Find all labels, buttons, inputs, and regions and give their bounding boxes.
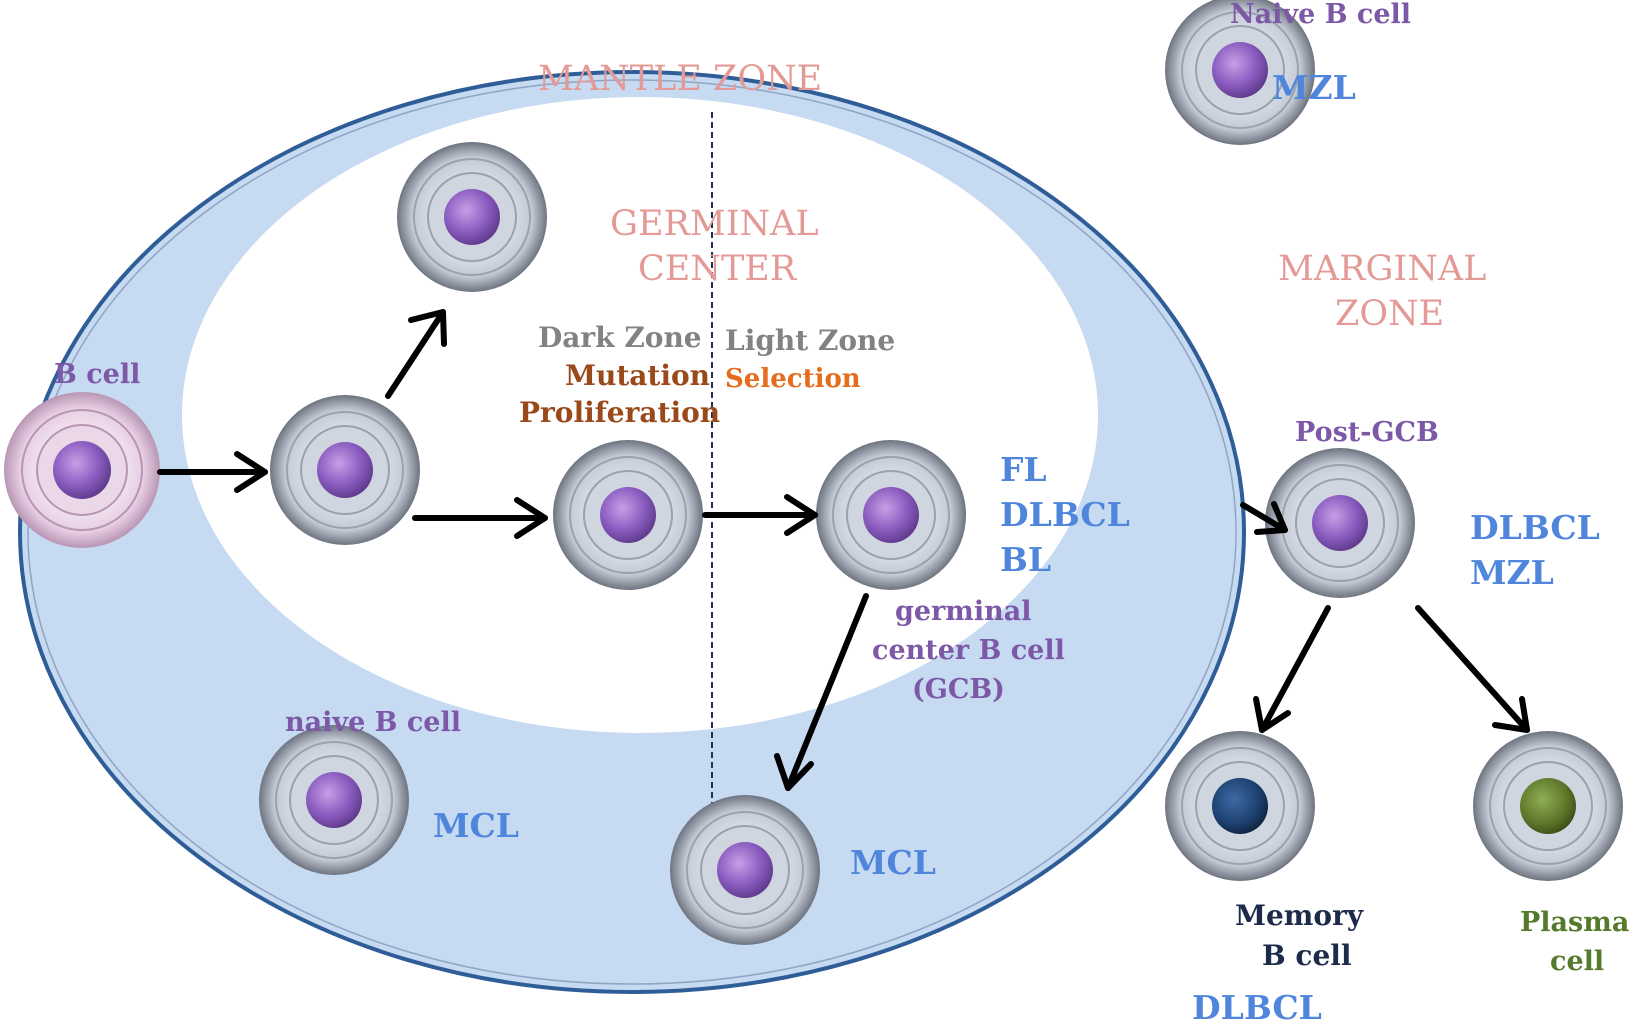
marginal-zone-label-line1: MARGINAL (1278, 249, 1487, 289)
germinal-center-label-line2: CENTER (638, 249, 797, 289)
arrow-gc-to-upper (385, 309, 447, 399)
dark-zone-proliferation: Proliferation (519, 396, 721, 429)
cell-plasma (1473, 731, 1623, 881)
memory-b-cell-label-line1: Memory (1235, 899, 1364, 932)
arrow-post-to-plasma (1415, 605, 1530, 733)
arrow-dark-to-light (702, 494, 818, 536)
cell-naive-top (1165, 0, 1315, 145)
lymphoma-dlbcl-post: DLBCL (1470, 508, 1600, 547)
lymphoma-mcl-naive: MCL (433, 806, 519, 845)
lymphoma-dlbcl-gc: DLBCL (1000, 495, 1130, 534)
germinal-center-label-line1: GERMINAL (610, 204, 819, 244)
naive-b-cell-top-label: Naive B cell (1230, 0, 1412, 30)
cell-post-gcb (1265, 448, 1415, 598)
post-gcb-label: Post-GCB (1295, 417, 1439, 448)
lymphoma-mzl-post: MZL (1470, 553, 1554, 592)
cell-b-cell (4, 392, 160, 548)
cell-gc-early (270, 395, 420, 545)
naive-b-cell-mantle-label: naive B cell (285, 707, 462, 738)
plasma-cell-label-line2: cell (1550, 946, 1605, 977)
mantle-zone-label: MANTLE ZONE (538, 59, 823, 99)
gcb-label-line3: (GCB) (912, 674, 1005, 705)
light-zone-title: Light Zone (725, 324, 896, 357)
dark-zone-title: Dark Zone (538, 321, 702, 354)
cell-memory (1165, 731, 1315, 881)
memory-b-cell-label-line2: B cell (1262, 939, 1352, 972)
arrow-gc-to-post-gcb (1240, 501, 1288, 535)
lymphoma-mzl-top: MZL (1272, 68, 1356, 107)
gcb-label-line1: germinal (895, 596, 1032, 627)
light-zone-selection: Selection (725, 364, 861, 394)
gcb-label-line2: center B cell (872, 635, 1065, 666)
arrow-post-to-memory (1253, 605, 1331, 733)
cell-light-zone (816, 440, 966, 590)
lymphoma-bl: BL (1000, 540, 1052, 579)
cell-naive-mantle (259, 725, 409, 875)
lymphoma-dlbcl-memory: DLBCL (1192, 988, 1322, 1027)
cell-gc-upper (397, 142, 547, 292)
marginal-zone-label-line2: ZONE (1335, 294, 1445, 334)
cell-mantle-bottom (670, 795, 820, 945)
arrow-light-to-mantle (774, 593, 869, 791)
dark-zone-mutation: Mutation (565, 359, 711, 392)
arrow-gc-to-dark (412, 497, 548, 539)
arrow-bcell-to-gc (157, 451, 268, 493)
lymphoma-fl: FL (1000, 450, 1047, 489)
plasma-cell-label-line1: Plasma (1520, 907, 1630, 938)
cell-dark-zone (553, 440, 703, 590)
mantle-zone-inner-outline (27, 79, 1237, 985)
b-cell-label: B cell (54, 359, 141, 390)
lymphoma-mcl-bottom: MCL (850, 843, 936, 882)
